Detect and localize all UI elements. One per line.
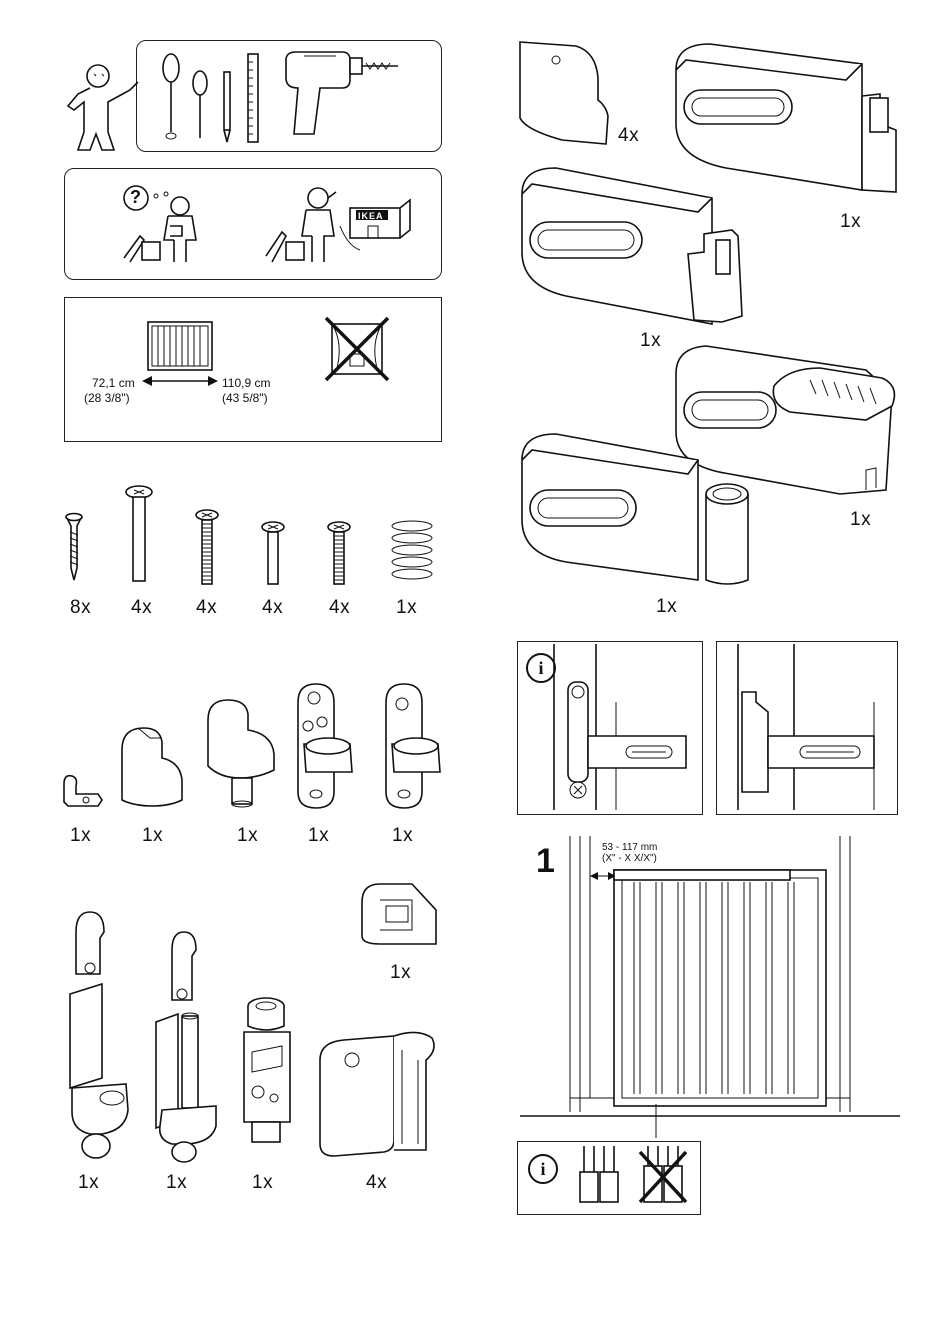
latch-detail-icon [716, 642, 896, 812]
bar-ok-icon [576, 1144, 622, 1206]
corner-bracket-icon [356, 880, 440, 950]
info-icon-bars: i [528, 1154, 558, 1184]
qty-hinge-pin-with-rod: 1x [166, 1172, 187, 1194]
max-width-cm: 110,9 cm [222, 376, 270, 390]
qty-stopper-block: 1x [142, 825, 163, 847]
confused-person-icon [122, 196, 202, 264]
hinge-plate-two-holes-icon [294, 682, 356, 812]
rail-end-left-icon [516, 164, 752, 326]
hinge-plate-one-hole-icon [382, 682, 444, 812]
width-arrow-icon [140, 374, 220, 388]
qty-rail-end-right: 1x [840, 211, 861, 233]
qty-threaded-bolt: 4x [196, 597, 217, 619]
gate-icon [146, 320, 214, 372]
stopper-with-peg-icon [204, 696, 278, 808]
long-bolt-icon [124, 484, 154, 584]
qty-rail-end-hinge-tube: 1x [656, 596, 677, 618]
phillips-screwdriver-icon [190, 70, 210, 142]
qty-small-clip: 1x [70, 825, 91, 847]
qty-short-bolt: 4x [262, 597, 283, 619]
long-hinge-pin-icon [66, 908, 132, 1164]
person-pointing-icon [60, 62, 140, 157]
no-window-crossed-icon [322, 314, 392, 384]
qty-short-threaded-bolt: 4x [329, 597, 350, 619]
cylinder-latch-icon [238, 996, 298, 1150]
qty-rail-end-latch-button: 1x [850, 509, 871, 531]
qty-rail-end-left: 1x [640, 330, 661, 352]
qty-stopper-with-peg: 1x [237, 825, 258, 847]
qty-wedge-cap: 4x [618, 125, 639, 147]
qty-cylinder-latch: 1x [252, 1172, 273, 1194]
max-width-in: (43 5/8") [222, 391, 268, 405]
awl-icon [222, 70, 232, 145]
short-bolt-icon [260, 520, 286, 586]
drill-icon [280, 48, 405, 143]
short-threaded-bolt-icon [326, 520, 352, 586]
u-bracket-icon [314, 1020, 444, 1160]
stopper-block-icon [116, 724, 186, 810]
qty-spring: 1x [396, 597, 417, 619]
qty-hinge-plate-two-holes: 1x [308, 825, 329, 847]
rail-end-hinge-tube-icon [516, 430, 752, 594]
hinge-pin-with-rod-icon [152, 930, 222, 1166]
qty-wood-screw: 8x [70, 597, 91, 619]
ikea-sign-text: IKEA [358, 211, 384, 222]
flathead-screwdriver-icon [160, 52, 182, 142]
threaded-bolt-icon [194, 508, 220, 586]
wood-screw-icon [64, 512, 84, 582]
qty-u-bracket: 4x [366, 1172, 387, 1194]
qty-hinge-plate-one-hole: 1x [392, 825, 413, 847]
hinge-detail-icon [540, 642, 700, 812]
gate-installed-icon [612, 868, 830, 1108]
wedge-cap-icon [516, 38, 616, 148]
spring-icon [386, 520, 438, 584]
min-width-in: (28 3/8") [84, 391, 130, 405]
qty-corner-bracket: 1x [390, 962, 411, 984]
qty-long-hinge-pin: 1x [78, 1172, 99, 1194]
bar-crossed-icon [636, 1144, 690, 1206]
small-clip-icon [58, 772, 106, 810]
qty-long-bolt: 4x [131, 597, 152, 619]
min-width-cm: 72,1 cm [92, 376, 135, 390]
ruler-icon [246, 52, 260, 144]
